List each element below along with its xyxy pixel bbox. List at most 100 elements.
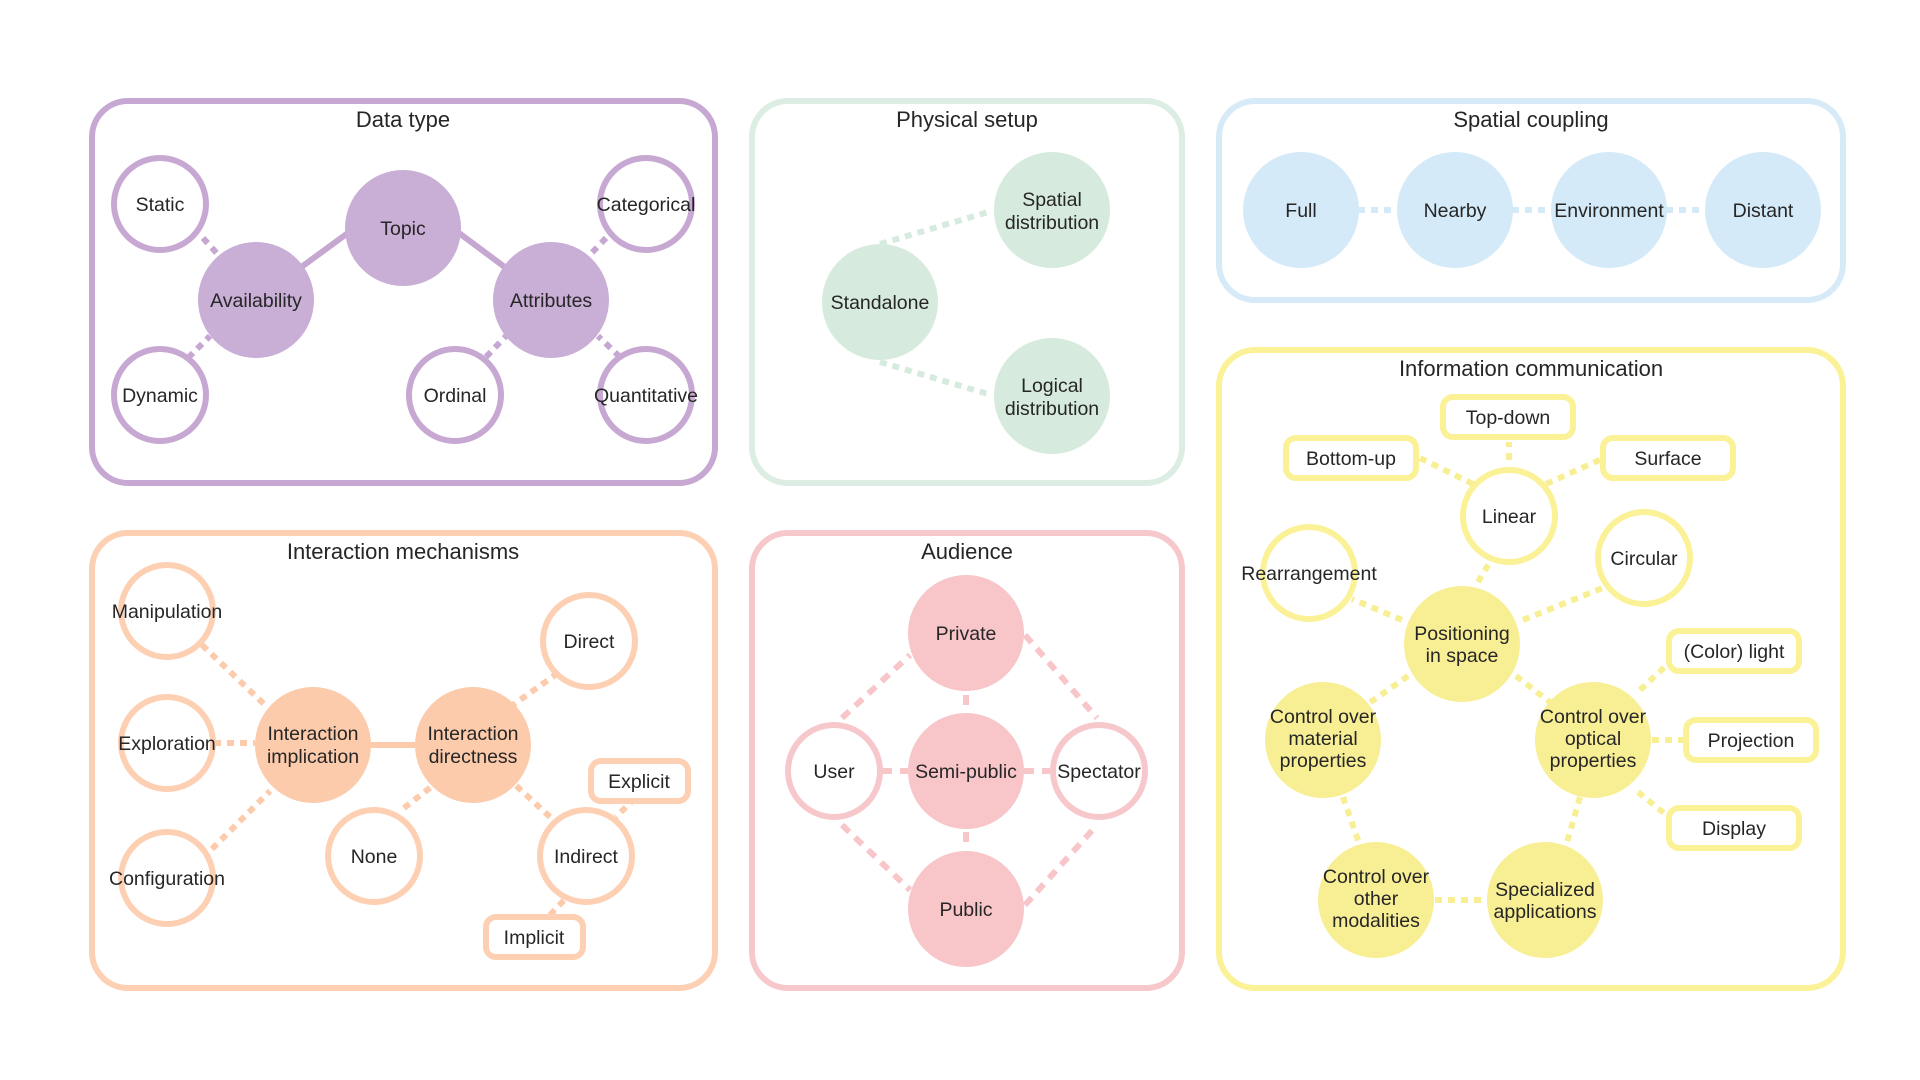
svg-text:None: None	[351, 846, 398, 868]
svg-text:Attributes: Attributes	[510, 290, 593, 312]
node-direct: Direct	[540, 592, 638, 690]
svg-text:Circular: Circular	[1610, 548, 1678, 570]
edge-ordinal-attributes	[483, 333, 509, 360]
node-quantitative: Quantitative	[594, 346, 698, 444]
svg-text:properties: properties	[1280, 750, 1367, 772]
edges	[185, 227, 623, 361]
svg-text:Linear: Linear	[1482, 506, 1537, 528]
svg-text:Implicit: Implicit	[504, 927, 565, 949]
svg-text:Environment: Environment	[1554, 200, 1664, 222]
node-availability: Availability	[198, 242, 314, 358]
edges	[879, 209, 989, 397]
node-specialized-applications: Specialized applications	[1487, 842, 1603, 958]
svg-text:Rearrangement: Rearrangement	[1241, 563, 1377, 585]
svg-text:Exploration: Exploration	[118, 733, 216, 755]
edge-public-spectator	[1022, 822, 1100, 908]
node-configuration: Configuration	[109, 829, 225, 927]
svg-text:applications: applications	[1494, 901, 1597, 923]
node-static: Static	[111, 155, 209, 253]
svg-text:Full: Full	[1285, 200, 1316, 222]
edge-direct-directness	[508, 670, 560, 710]
svg-text:Logical: Logical	[1021, 375, 1083, 397]
panel-frame	[89, 98, 718, 486]
node-implicit: Implicit	[483, 914, 586, 960]
svg-text:(Color) light: (Color) light	[1684, 641, 1785, 663]
svg-text:Configuration: Configuration	[109, 868, 225, 890]
edge-private-spectator	[1022, 633, 1100, 720]
svg-text:Indirect: Indirect	[554, 846, 619, 868]
svg-text:Standalone: Standalone	[831, 292, 930, 314]
svg-text:optical: optical	[1565, 728, 1621, 750]
svg-text:properties: properties	[1550, 750, 1637, 772]
node-full: Full	[1243, 152, 1359, 268]
edge-user-private	[839, 652, 913, 721]
panel-audience: Audience Private Semi-public Public User	[749, 530, 1185, 991]
svg-text:Positioning: Positioning	[1414, 623, 1509, 645]
svg-text:Static: Static	[136, 194, 185, 216]
node-linear: Linear	[1460, 467, 1558, 565]
svg-text:Direct: Direct	[564, 631, 616, 653]
edge-positioning-optical	[1514, 673, 1557, 709]
svg-text:Control over: Control over	[1323, 866, 1430, 888]
edge-user-public	[839, 822, 913, 893]
svg-text:Specialized: Specialized	[1495, 879, 1595, 901]
node-none: None	[325, 807, 423, 905]
svg-text:Projection: Projection	[1708, 730, 1795, 752]
svg-text:Public: Public	[939, 899, 992, 921]
panel-spatial-coupling: Spatial coupling Full Nearby Environment…	[1216, 98, 1846, 303]
svg-text:Dynamic: Dynamic	[122, 385, 198, 407]
node-control-optical: Control over optical properties	[1535, 682, 1651, 798]
svg-text:Manipulation: Manipulation	[112, 601, 223, 623]
node-bottom-up: Bottom-up	[1283, 435, 1419, 481]
svg-text:Explicit: Explicit	[608, 771, 670, 793]
edges	[199, 642, 638, 918]
svg-text:Control over: Control over	[1270, 706, 1377, 728]
svg-text:Spatial: Spatial	[1022, 189, 1082, 211]
edge-indirect-directness	[507, 777, 553, 820]
svg-text:directness: directness	[429, 746, 518, 768]
node-nearby: Nearby	[1397, 152, 1513, 268]
svg-text:modalities: modalities	[1332, 910, 1420, 932]
svg-text:Display: Display	[1702, 818, 1766, 840]
panel-frame	[749, 530, 1185, 991]
edge-configuration-implication	[209, 788, 273, 852]
panel-title: Audience	[921, 539, 1013, 564]
edge-topic-availability	[298, 227, 354, 271]
edge-positioning-material	[1363, 673, 1410, 709]
node-dynamic: Dynamic	[111, 346, 209, 444]
svg-text:implication: implication	[267, 746, 359, 768]
panel-data-type: Data type Topic Availability Attributes …	[89, 98, 718, 486]
panel-frame	[89, 530, 718, 991]
edges	[839, 633, 1100, 908]
panel-title: Data type	[356, 107, 450, 132]
edge-standalone-logical	[879, 359, 989, 397]
panel-title: Spatial coupling	[1453, 107, 1608, 132]
edge-positioning-rearrangement	[1350, 596, 1404, 623]
svg-text:User: User	[813, 761, 855, 783]
edges	[1340, 442, 1686, 903]
panel-frame	[1216, 98, 1846, 303]
edge-manipulation-implication	[199, 642, 268, 708]
svg-text:Distant: Distant	[1733, 200, 1794, 222]
node-indirect: Indirect	[537, 807, 635, 905]
svg-text:distribution: distribution	[1005, 212, 1099, 234]
edge-linear-surface	[1544, 455, 1606, 487]
node-spatial-distribution: Spatial distribution	[994, 152, 1110, 268]
svg-text:Private: Private	[936, 623, 997, 645]
node-manipulation: Manipulation	[112, 562, 223, 660]
svg-text:Top-down: Top-down	[1466, 407, 1551, 429]
svg-text:Spectator: Spectator	[1057, 761, 1141, 783]
edge-optical-specialized	[1563, 796, 1583, 847]
panel-title: Interaction mechanisms	[287, 539, 519, 564]
node-user: User	[785, 722, 883, 820]
node-circular: Circular	[1595, 509, 1693, 607]
node-logical-distribution: Logical distribution	[994, 338, 1110, 454]
node-categorical: Categorical	[597, 155, 695, 253]
node-top-down: Top-down	[1440, 394, 1576, 440]
node-spectator: Spectator	[1050, 722, 1148, 820]
panel-title: Information communication	[1399, 356, 1663, 381]
svg-text:Control over: Control over	[1540, 706, 1647, 728]
node-projection: Projection	[1683, 717, 1819, 763]
edge-linear-bottomup	[1418, 455, 1475, 487]
svg-text:in space: in space	[1426, 645, 1499, 667]
